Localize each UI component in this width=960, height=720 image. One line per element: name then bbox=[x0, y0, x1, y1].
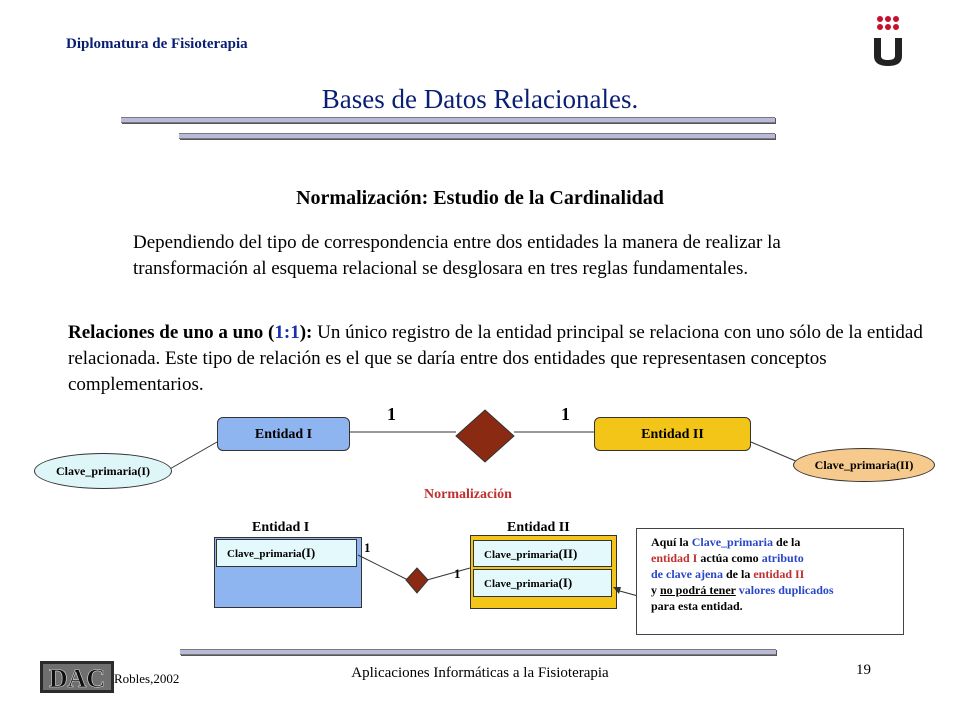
normalization-label: Normalización bbox=[424, 487, 512, 502]
attribute-ellipse-one: Clave_primaria(I) bbox=[34, 453, 172, 489]
dac-logo-icon: DAC bbox=[40, 661, 114, 693]
rule-label-start: Relaciones de uno a uno ( bbox=[68, 322, 275, 343]
table-one-title: Entidad I bbox=[252, 520, 310, 535]
note-line-5: para esta entidad. bbox=[651, 599, 743, 613]
page-number: 19 bbox=[856, 662, 871, 678]
entity-two-box: Entidad II bbox=[594, 417, 751, 451]
table-two-key-field: Clave_primaria(II) bbox=[473, 540, 612, 567]
cardinality-left: 1 bbox=[387, 404, 396, 424]
university-logo-icon bbox=[874, 16, 902, 66]
title-rule-bottom bbox=[179, 133, 775, 139]
footer-author: Robles,2002 bbox=[114, 671, 180, 686]
relational-cardinality-left: 1 bbox=[364, 540, 371, 555]
rule-label-end: ): bbox=[299, 322, 313, 343]
table-two-key-suffix: (II) bbox=[558, 546, 578, 561]
relational-diamond bbox=[405, 567, 429, 594]
note-line-3: de clave ajena de la entidad II bbox=[651, 567, 805, 581]
relational-diagram-lines bbox=[357, 554, 639, 597]
title-rule-top bbox=[121, 117, 775, 123]
table-one-key-prefix: Clave_primaria bbox=[227, 548, 302, 560]
table-one-key-field: Clave_primaria(I) bbox=[216, 539, 357, 567]
note-line-4: y no podrá tener valores duplicados bbox=[651, 583, 834, 597]
note-line-1: Aquí la Clave_primaria de la bbox=[651, 535, 801, 549]
footer-rule bbox=[180, 649, 776, 655]
attribute-ellipse-two: Clave_primaria(II) bbox=[793, 448, 935, 482]
table-two-fk-suffix: (I) bbox=[558, 575, 573, 590]
intro-paragraph: Dependiendo del tipo de correspondencia … bbox=[133, 232, 781, 279]
note-line-2: entidad I actúa como atributo bbox=[651, 551, 804, 565]
table-two-title: Entidad II bbox=[507, 520, 570, 535]
rule-label-ratio: 1:1 bbox=[274, 322, 300, 343]
entity-one-box: Entidad I bbox=[217, 417, 350, 451]
dac-logo-text: DAC bbox=[49, 664, 105, 693]
page-title: Bases de Datos Relacionales. bbox=[321, 84, 639, 114]
table-two-fk-prefix: Clave_primaria bbox=[484, 578, 559, 590]
footer-course-title: Aplicaciones Informáticas a la Fisiotera… bbox=[351, 665, 609, 681]
er-diagram-lines bbox=[167, 409, 799, 471]
rule-text: Un único registro de la entidad principa… bbox=[68, 322, 923, 395]
relationship-diamond bbox=[455, 409, 515, 463]
note-arrow-head-icon bbox=[613, 587, 621, 594]
rule-paragraph: Relaciones de uno a uno (1:1): Un único … bbox=[68, 320, 928, 398]
cardinality-right: 1 bbox=[561, 404, 570, 424]
course-name: Diplomatura de Fisioterapia bbox=[66, 36, 248, 52]
table-one-key-suffix: (I) bbox=[301, 545, 316, 560]
relational-cardinality-right: 1 bbox=[454, 566, 461, 581]
table-two-foreign-key-field: Clave_primaria(I) bbox=[473, 569, 612, 597]
section-subtitle: Normalización: Estudio de la Cardinalida… bbox=[296, 187, 664, 209]
explanation-note: Aquí la Clave_primaria de la entidad I a… bbox=[636, 528, 904, 635]
table-two-key-prefix: Clave_primaria bbox=[484, 549, 559, 561]
